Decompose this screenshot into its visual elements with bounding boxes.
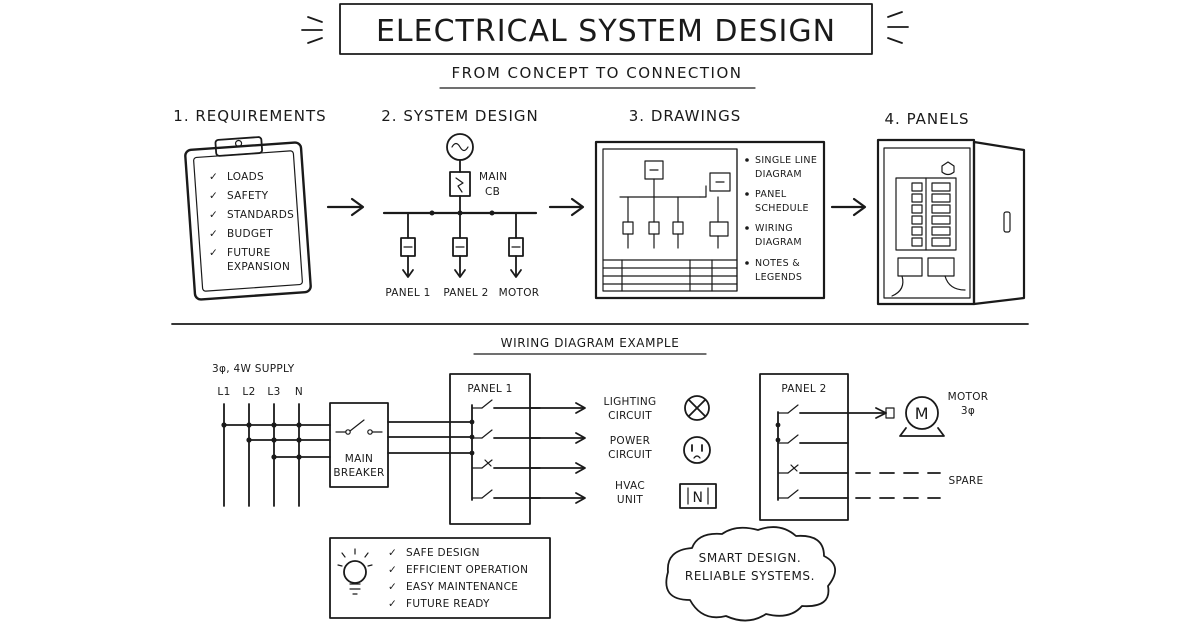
flow-arrow-1 — [326, 197, 365, 217]
feeder-panel-1 — [400, 212, 416, 278]
title-accent-left — [301, 16, 323, 44]
requirement-item: FUTURE — [227, 247, 271, 259]
step-label-system-design: 2. SYSTEM DESIGN — [381, 107, 538, 125]
drawings-item: NOTES & — [755, 258, 800, 269]
mini-schedule-table — [602, 259, 738, 292]
check-icon: ✓ — [388, 547, 397, 559]
cloud-text: RELIABLE SYSTEMS. — [685, 569, 815, 583]
spare-dashed-lines — [855, 472, 941, 499]
drawings-item: LEGENDS — [755, 272, 802, 283]
drawings-item: DIAGRAM — [755, 169, 802, 180]
header: ELECTRICAL SYSTEM DESIGN FROM CONCEPT TO… — [301, 3, 909, 89]
main-cb-label: MAIN — [479, 171, 507, 183]
line-label: L3 — [267, 386, 280, 398]
step-label-requirements: 1. REQUIREMENTS — [173, 107, 326, 125]
drawings-item: SINGLE LINE — [755, 155, 817, 166]
page-subtitle: FROM CONCEPT TO CONNECTION — [451, 64, 742, 82]
requirement-item: BUDGET — [227, 228, 273, 240]
feeder-motor — [508, 212, 524, 278]
main-breaker-label: MAIN — [345, 453, 373, 465]
system-design-diagram: MAIN CB PANEL 1 PANEL 2 — [382, 133, 540, 299]
title-box — [339, 3, 873, 55]
check-icon: ✓ — [209, 209, 218, 221]
check-icon: ✓ — [209, 171, 218, 183]
output-label: PANEL 2 — [443, 287, 488, 299]
check-icon: ✓ — [209, 228, 218, 240]
cloud-callout: SMART DESIGN. RELIABLE SYSTEMS. — [665, 526, 836, 622]
hvac-symbol: N — [692, 490, 703, 506]
outlet-icon — [683, 436, 711, 464]
requirement-item: SAFETY — [227, 190, 269, 202]
cloud-text: SMART DESIGN. — [699, 551, 802, 565]
benefit-item: SAFE DESIGN — [406, 547, 480, 559]
drawings-sheet: SINGLE LINE DIAGRAM PANEL SCHEDULE WIRIN… — [594, 140, 826, 300]
page-title: ELECTRICAL SYSTEM DESIGN — [376, 14, 836, 49]
check-icon: ✓ — [388, 598, 397, 610]
benefit-item: EASY MAINTENANCE — [406, 581, 518, 593]
requirement-item: LOADS — [227, 171, 264, 183]
benefit-item: FUTURE READY — [406, 598, 490, 610]
check-icon: ✓ — [209, 247, 218, 259]
main-breaker-box: MAIN BREAKER — [329, 402, 389, 488]
circuit-label: LIGHTING — [604, 396, 657, 408]
requirements-list: ✓ LOADS ✓ SAFETY ✓ STANDARDS ✓ BUDGET ✓ … — [209, 171, 294, 273]
benefit-item: EFFICIENT OPERATION — [406, 564, 528, 576]
requirement-item: STANDARDS — [227, 209, 294, 221]
line-label: L2 — [242, 386, 255, 398]
step-label-panels: 4. PANELS — [884, 110, 969, 128]
drawings-item: SCHEDULE — [755, 203, 809, 214]
circuit-label: CIRCUIT — [608, 449, 652, 461]
benefits-box: ✓ SAFE DESIGN ✓ EFFICIENT OPERATION ✓ EA… — [329, 537, 551, 619]
motor-label: MOTOR — [948, 391, 989, 403]
lamp-icon — [684, 395, 710, 421]
breaker-rows — [911, 182, 951, 247]
panel-2-breakers — [777, 404, 887, 499]
panel-2-box: PANEL 2 — [759, 373, 887, 521]
circuit-label: UNIT — [617, 494, 644, 506]
main-cb-symbol — [449, 171, 471, 197]
check-icon: ✓ — [209, 190, 218, 202]
check-icon: ✓ — [388, 564, 397, 576]
line-label: N — [295, 386, 303, 398]
clipboard-icon: ✓ LOADS ✓ SAFETY ✓ STANDARDS ✓ BUDGET ✓ … — [184, 136, 312, 301]
drawings-list: SINGLE LINE DIAGRAM PANEL SCHEDULE WIRIN… — [745, 155, 817, 283]
panel-1-label: PANEL 1 — [467, 383, 512, 395]
panel-cabinet-icon — [876, 138, 1026, 306]
lightbulb-icon — [337, 548, 373, 595]
main-cb-label: CB — [485, 186, 500, 198]
mini-feeders — [622, 196, 729, 249]
circuit-label: CIRCUIT — [608, 410, 652, 422]
main-breaker-label: BREAKER — [333, 467, 384, 479]
output-label: PANEL 1 — [385, 287, 430, 299]
flow-arrow-2 — [548, 197, 585, 217]
motor-icon: M — [875, 396, 945, 437]
wiring-section-title: WIRING DIAGRAM EXAMPLE — [501, 336, 680, 350]
hvac-unit-icon: N — [679, 483, 717, 509]
feeder-panel-2 — [452, 212, 468, 278]
panel-1-box: PANEL 1 — [449, 373, 541, 525]
motor-label: 3φ — [961, 405, 975, 417]
supply-label: 3φ, 4W SUPPLY — [212, 363, 295, 375]
drawings-item: PANEL — [755, 189, 787, 200]
drawings-item: DIAGRAM — [755, 237, 802, 248]
motor-symbol: M — [915, 404, 929, 423]
spare-label: SPARE — [949, 475, 984, 487]
check-icon: ✓ — [388, 581, 397, 593]
circuit-label: POWER — [610, 435, 650, 447]
requirement-item: EXPANSION — [227, 261, 290, 273]
drawings-item: WIRING — [755, 223, 793, 234]
line-label: L1 — [217, 386, 230, 398]
step-label-drawings: 3. DRAWINGS — [629, 107, 742, 125]
title-accent-right — [887, 11, 909, 44]
flow-arrow-3 — [830, 197, 867, 217]
panel-2-label: PANEL 2 — [781, 383, 826, 395]
output-label: MOTOR — [499, 287, 540, 299]
supply-lines: L1 L2 L3 N — [217, 386, 331, 507]
circuit-arrows — [529, 402, 586, 504]
circuit-label: HVAC — [615, 480, 645, 492]
